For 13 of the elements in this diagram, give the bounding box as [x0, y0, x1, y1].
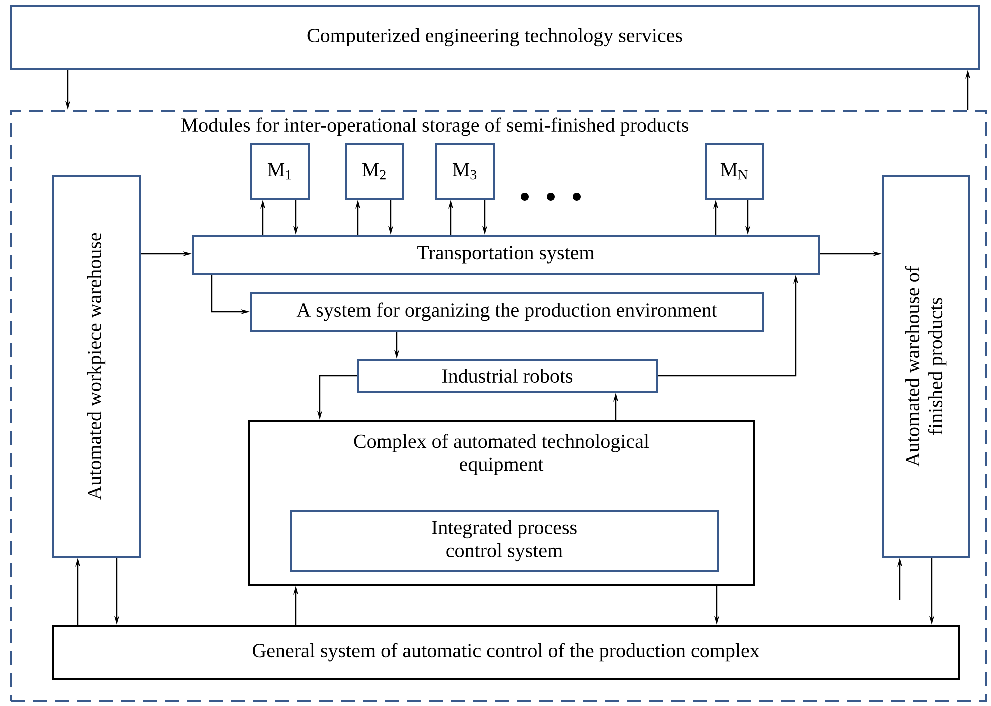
process-box: A system for organizing the production environment: [250, 292, 764, 332]
control-system-box: General system of automatic control of the production complex: [52, 625, 960, 680]
module-box: M$_{1}$: [250, 143, 310, 200]
warehouse-box: Automated warehouse of finished products: [882, 175, 970, 558]
module-box: M$_{N}$: [705, 143, 764, 200]
heading: Modules for inter-operational storage of semi-finished products: [181, 118, 688, 136]
process-box: Integrated process control system: [290, 510, 719, 572]
process-box: Industrial robots: [357, 359, 658, 393]
process-box: Transportation system: [192, 235, 820, 275]
warehouse-box: Automated workpiece warehouse: [52, 175, 141, 558]
module-box: M$_{2}$: [345, 143, 404, 200]
service-box: Computerized engineering technology services: [10, 5, 980, 70]
module-box: M$_{3}$: [435, 143, 495, 200]
